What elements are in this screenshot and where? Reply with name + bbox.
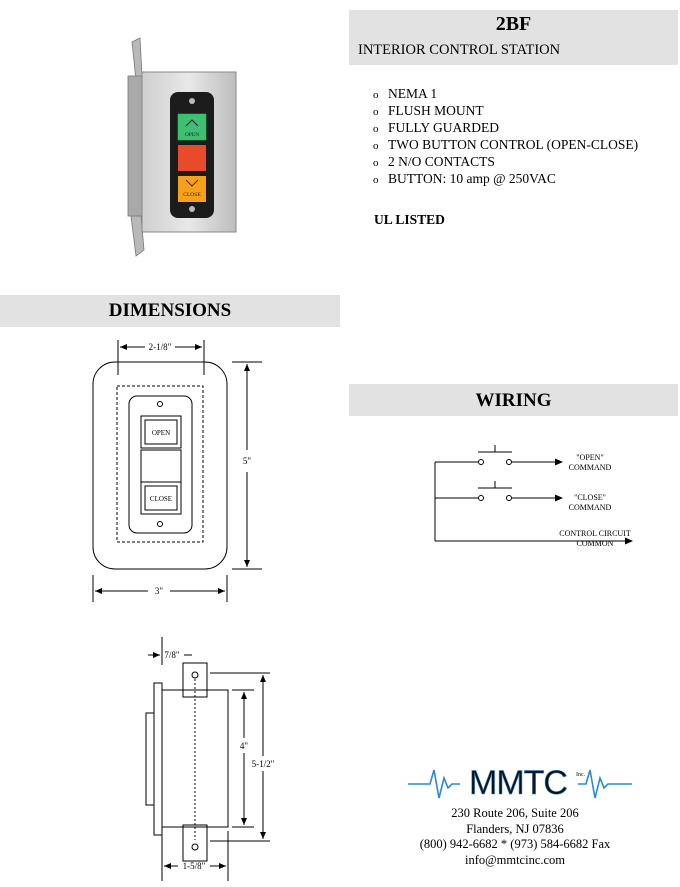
address-line2: Flanders, NJ 07836: [466, 821, 564, 836]
email-line: info@mmtcinc.com: [464, 852, 566, 867]
arrowhead: [555, 458, 563, 466]
wiring-title: WIRING: [475, 390, 552, 411]
arrowhead: [555, 494, 563, 502]
logo-inc: Inc.: [576, 772, 586, 778]
common-line2: COMMON: [577, 539, 614, 548]
bullet: o: [373, 140, 379, 152]
company-address-block: 230 Route 206, Suite 206 Flanders, NJ 07…: [400, 806, 630, 868]
housing-outline: [128, 395, 193, 534]
logo-text: MMTC: [469, 764, 567, 802]
ul-listing: UL LISTED: [374, 212, 445, 227]
plate-profile: [153, 682, 163, 836]
close-button-outline: [140, 481, 182, 515]
product-photo: OPEN CLOSE: [127, 37, 237, 257]
waveform-left-icon: [408, 769, 460, 799]
wiring-band: [349, 384, 678, 416]
dimensions-band: [0, 295, 340, 327]
screw-icon: [189, 206, 195, 212]
mounting-ear: [131, 37, 143, 81]
waveform-right-icon: [578, 769, 632, 799]
dim-width-bottom: 3": [155, 586, 164, 596]
screw-icon: [157, 521, 163, 527]
photo-open-label: OPEN: [185, 132, 199, 138]
phone-line: (800) 942-6682 * (973) 584-6682 Fax: [419, 837, 611, 851]
dim-height: 5": [243, 456, 252, 466]
wiring-diagram: "OPEN" COMMAND "CLOSE" COMMAND CONTROL C…: [434, 445, 633, 548]
address-line1: 230 Route 206, Suite 206: [451, 806, 579, 820]
stop-button: [178, 145, 206, 171]
screw-icon: [157, 401, 163, 407]
screw-hole-icon: [191, 843, 199, 851]
dim-height-inner: 4": [240, 741, 249, 751]
drawing-open-label: OPEN: [152, 429, 170, 437]
mmtc-logo: MMTC Inc.: [408, 764, 632, 802]
open-command-line1: "OPEN": [576, 453, 603, 462]
front-view-drawing: 2-1/8" 5" 3" OPEN CLOSE: [92, 340, 262, 602]
arrowhead: [164, 863, 226, 869]
dim-height-outer: 5-1/2": [252, 759, 275, 769]
close-command-line2: COMMAND: [569, 503, 612, 512]
dim-width-top: 2-1/8": [149, 342, 172, 352]
drawing-close-label: CLOSE: [150, 495, 172, 503]
up-arrow-icon: [185, 119, 199, 127]
dimensions-title: DIMENSIONS: [108, 300, 232, 321]
screw-icon: [189, 98, 195, 104]
bullet: o: [373, 123, 379, 135]
down-arrow-icon: [185, 179, 199, 187]
bullet: o: [373, 106, 379, 118]
arrowhead: [625, 537, 633, 545]
screw-hole-icon: [191, 671, 199, 679]
open-button: [177, 113, 207, 141]
housing-profile: [145, 712, 155, 806]
close-button-inner: [144, 485, 178, 511]
middle-button-outline: [140, 449, 182, 483]
product-subtitle: INTERIOR CONTROL STATION: [358, 42, 561, 58]
box-outline: [161, 689, 229, 828]
contact-terminal: [478, 459, 484, 465]
photo-close-label: CLOSE: [183, 192, 201, 198]
dim-depth-bottom: 1-5/8": [183, 861, 206, 871]
common-line1: CONTROL CIRCUIT: [559, 529, 631, 538]
open-button-outline: [140, 415, 182, 449]
plate-outline: [92, 361, 228, 570]
close-button: [178, 176, 206, 202]
side-view-drawing: 7/8" 4" 5-1/2" 1-5/8": [145, 637, 275, 881]
bullet: o: [373, 174, 379, 186]
contact-terminal: [506, 495, 512, 501]
bracket-bottom: [182, 824, 208, 862]
open-button-inner: [144, 419, 178, 445]
model-number: 2BF: [495, 13, 532, 35]
bullet: o: [373, 157, 379, 169]
arrowhead: [153, 652, 160, 658]
dim-depth-top: 7/8": [164, 650, 180, 660]
bullet: o: [373, 89, 379, 101]
contact-terminal: [506, 459, 512, 465]
box-cutout-dashed: [116, 385, 204, 543]
open-command-line2: COMMAND: [569, 463, 612, 472]
contact-terminal: [478, 495, 484, 501]
title-band: [349, 10, 678, 65]
close-command-line1: "CLOSE": [574, 493, 606, 502]
